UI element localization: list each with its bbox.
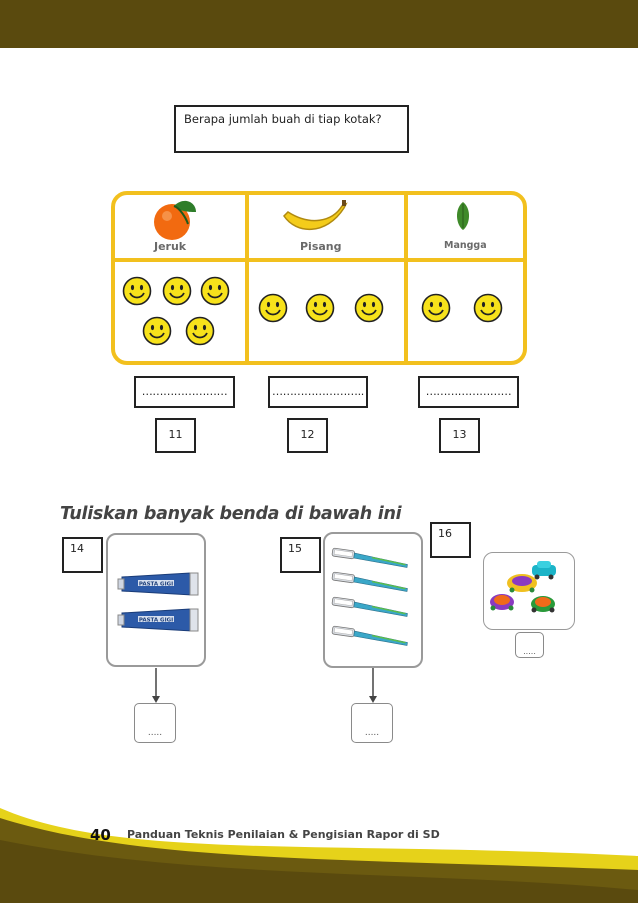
- smiley-icon: [354, 293, 384, 323]
- answer-box-15[interactable]: .....: [351, 703, 393, 743]
- smiley-icon: [421, 293, 451, 323]
- arrow-down-icon: [369, 668, 377, 703]
- question-text: Berapa jumlah buah di tiap kotak?: [184, 112, 382, 126]
- question-number-12: 12: [287, 418, 328, 453]
- orange-icon: [154, 200, 196, 240]
- toothpaste-card: PASTA GIGI PASTA GIGI: [106, 533, 206, 667]
- question-number-15: 15: [280, 537, 321, 573]
- page-number: 40: [90, 826, 111, 844]
- question-number-11: 11: [155, 418, 196, 453]
- toothbrush-1: [331, 547, 408, 568]
- smiley-icon: [473, 293, 503, 323]
- toy-car-card: [483, 552, 575, 630]
- header-band: [0, 0, 638, 48]
- answer-box-16[interactable]: .....: [515, 632, 544, 658]
- question-number-14: 14: [62, 537, 103, 573]
- arrow-down-icon: [152, 668, 160, 703]
- toothbrush-card: [323, 532, 423, 668]
- smiley-icon: [142, 316, 172, 346]
- smiley-icon: [305, 293, 335, 323]
- fruit-table-grid: [111, 191, 527, 365]
- question-number-13: 13: [439, 418, 480, 453]
- toothbrush-4: [331, 625, 408, 646]
- answer-blank-jeruk[interactable]: ……………………: [134, 376, 235, 408]
- smiley-icon: [122, 276, 152, 306]
- answer-box-14[interactable]: .....: [134, 703, 176, 743]
- question-number-16: 16: [430, 522, 471, 558]
- smiley-icon: [258, 293, 288, 323]
- toothbrush-2: [331, 571, 408, 592]
- smiley-icon: [162, 276, 192, 306]
- toothbrush-icon: [331, 547, 408, 646]
- answer-blank-pisang[interactable]: ……………………..: [268, 376, 368, 408]
- question-box: Berapa jumlah buah di tiap kotak?: [174, 105, 409, 153]
- fruit-table: Jeruk Pisang Mangga: [110, 190, 528, 366]
- footer-wave: [0, 808, 638, 903]
- toothpaste-label-2: PASTA GIGI: [139, 618, 173, 624]
- smiley-icon: [185, 316, 215, 346]
- fruit-label-jeruk: Jeruk: [154, 240, 187, 253]
- toy-car-icon: [490, 561, 556, 613]
- fruit-label-pisang: Pisang: [300, 240, 342, 253]
- fruit-label-mangga: Mangga: [444, 240, 487, 251]
- footer-title: Panduan Teknis Penilaian & Pengisian Rap…: [127, 828, 440, 841]
- banana-icon: [283, 200, 348, 230]
- toothpaste-icon: PASTA GIGI PASTA GIGI: [117, 572, 199, 632]
- toothpaste-label-1: PASTA GIGI: [139, 582, 173, 588]
- answer-blank-mangga[interactable]: ……………………: [418, 376, 519, 408]
- mango-icon: [456, 202, 470, 230]
- section-title: Tuliskan banyak benda di bawah ini: [60, 504, 402, 524]
- toothbrush-3: [331, 596, 408, 617]
- smiley-icon: [200, 276, 230, 306]
